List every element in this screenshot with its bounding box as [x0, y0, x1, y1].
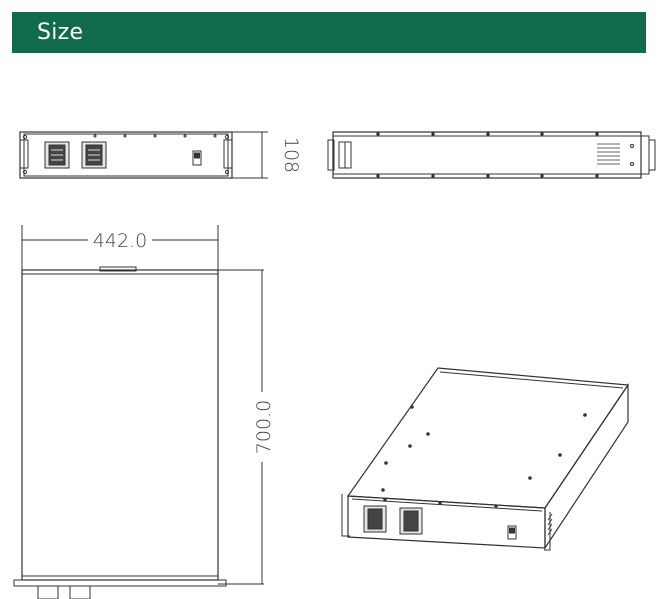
side-view — [327, 131, 656, 179]
front-view — [19, 131, 268, 179]
depth-dimension-label: 700.0 — [253, 400, 275, 454]
width-dimension-label: 442.0 — [93, 230, 147, 252]
front-fan-left — [44, 141, 70, 169]
front-fan-right — [81, 141, 107, 169]
height-dimension-label: 108 — [280, 137, 302, 173]
section-header: Size — [12, 12, 646, 53]
isometric-view — [341, 367, 630, 551]
top-view — [13, 225, 264, 599]
section-title: Size — [37, 20, 84, 45]
